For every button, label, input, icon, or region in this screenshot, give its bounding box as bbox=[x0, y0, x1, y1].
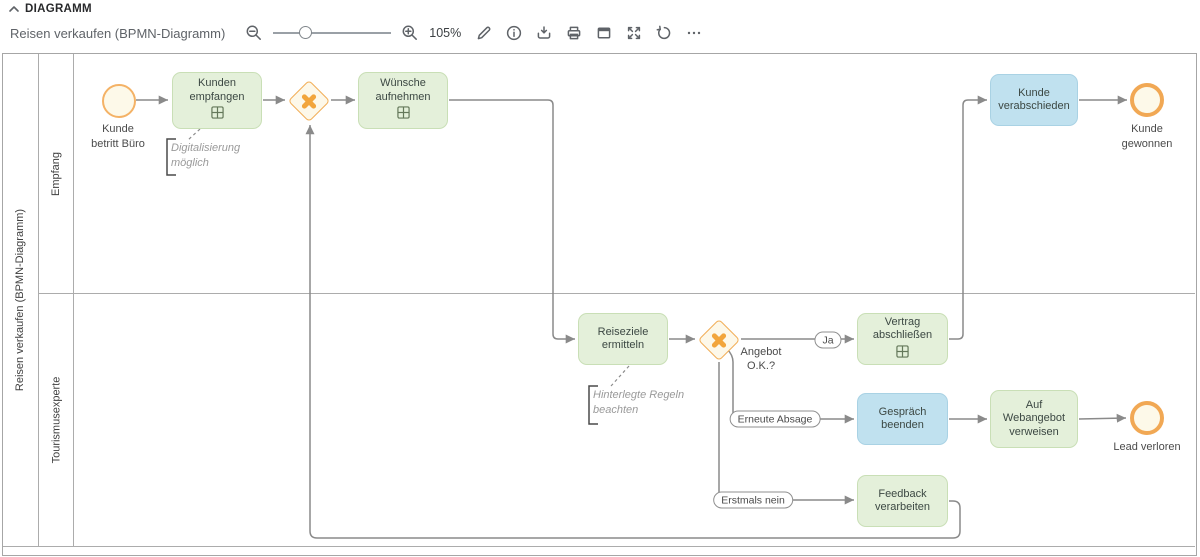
task-label: Reiseziele ermitteln bbox=[597, 325, 649, 352]
task-kunde-verabschieden[interactable]: Kunde verabschieden bbox=[990, 74, 1078, 126]
download-icon[interactable] bbox=[532, 21, 556, 45]
edit-pencil-icon[interactable] bbox=[472, 21, 496, 45]
task-reiseziele-ermitteln[interactable]: Reiseziele ermitteln bbox=[578, 313, 668, 365]
zoom-in-icon[interactable] bbox=[398, 21, 422, 45]
info-icon[interactable] bbox=[502, 21, 526, 45]
task-label: Feedback verarbeiten bbox=[874, 487, 931, 514]
chevron-up-icon[interactable] bbox=[8, 4, 20, 14]
diagram-title: Reisen verkaufen (BPMN-Diagramm) bbox=[10, 25, 226, 41]
window-icon[interactable] bbox=[592, 21, 616, 45]
lane-label-divider bbox=[73, 54, 74, 546]
start-event-label: Kunde betritt Büro bbox=[91, 123, 145, 150]
task-kunden-empfangen[interactable]: Kunden empfangen bbox=[172, 72, 262, 129]
end-event-label: Kunde gewonnen bbox=[1121, 123, 1173, 150]
gateway-xor-1[interactable] bbox=[287, 79, 331, 123]
edge-label-erneute-absage[interactable]: Erneute Absage bbox=[729, 410, 821, 428]
pool-label: Reisen verkaufen (BPMN-Diagramm) bbox=[14, 208, 27, 392]
subprocess-marker-icon bbox=[396, 106, 410, 124]
lane-header-tourismusexperte[interactable]: Tourismusexperte bbox=[39, 294, 73, 546]
end-event-lead-verloren[interactable] bbox=[1130, 401, 1164, 435]
edge-label-erstmals-nein[interactable]: Erstmals nein bbox=[713, 491, 793, 509]
task-label: Kunde verabschieden bbox=[998, 86, 1070, 113]
subprocess-marker-icon bbox=[210, 106, 224, 124]
pool-header[interactable]: Reisen verkaufen (BPMN-Diagramm) bbox=[3, 54, 38, 546]
task-auf-webangebot-verweisen[interactable]: Auf Webangebot verweisen bbox=[990, 390, 1078, 448]
gateway-question-label: Angebot O.K.? bbox=[740, 346, 782, 372]
section-header: DIAGRAMM bbox=[8, 1, 92, 17]
task-label: Vertrag abschließen bbox=[872, 315, 933, 342]
fullscreen-icon[interactable] bbox=[622, 21, 646, 45]
start-event-kunde-betritt-buero[interactable] bbox=[102, 84, 136, 118]
edge-label-ja[interactable]: Ja bbox=[814, 331, 842, 349]
task-label: Auf Webangebot verweisen bbox=[1002, 398, 1066, 438]
lane-label-empfang: Empfang bbox=[50, 151, 62, 196]
lane-label-tourismusexperte: Tourismusexperte bbox=[50, 376, 63, 464]
zoom-level: 105% bbox=[429, 26, 462, 40]
undo-icon[interactable] bbox=[652, 21, 676, 45]
print-icon[interactable] bbox=[562, 21, 586, 45]
task-gespraech-beenden[interactable]: Gespräch beenden bbox=[857, 393, 948, 445]
task-label: Kunden empfangen bbox=[189, 77, 245, 103]
task-wuensche-aufnehmen[interactable]: Wünsche aufnehmen bbox=[358, 72, 448, 129]
zoom-slider-handle[interactable] bbox=[299, 26, 313, 39]
lane-separator bbox=[39, 293, 1195, 294]
subprocess-marker-icon bbox=[896, 345, 909, 363]
lane-header-empfang[interactable]: Empfang bbox=[39, 54, 73, 293]
annotation-digitalisierung[interactable]: Digitalisierung möglich bbox=[171, 142, 241, 169]
zoom-slider[interactable] bbox=[271, 21, 393, 45]
pool-bottom-border bbox=[3, 546, 1195, 547]
task-label: Gespräch beenden bbox=[878, 405, 927, 432]
zoom-out-icon[interactable] bbox=[242, 21, 266, 45]
task-label: Wünsche aufnehmen bbox=[375, 77, 431, 103]
task-vertrag-abschliessen[interactable]: Vertrag abschließen bbox=[857, 313, 948, 365]
end-event-label: Lead verloren bbox=[1113, 441, 1181, 453]
end-event-kunde-gewonnen[interactable] bbox=[1130, 83, 1164, 117]
pool-label-divider bbox=[38, 54, 39, 546]
more-icon[interactable] bbox=[682, 21, 706, 45]
task-feedback-verarbeiten[interactable]: Feedback verarbeiten bbox=[857, 475, 948, 527]
section-title: DIAGRAMM bbox=[25, 3, 92, 15]
annotation-hinterlegte-regeln[interactable]: Hinterlegte Regeln beachten bbox=[593, 389, 685, 416]
zoom-slider-track bbox=[273, 32, 392, 34]
diagram-toolbar: Reisen verkaufen (BPMN-Diagramm) 105% bbox=[10, 17, 709, 49]
